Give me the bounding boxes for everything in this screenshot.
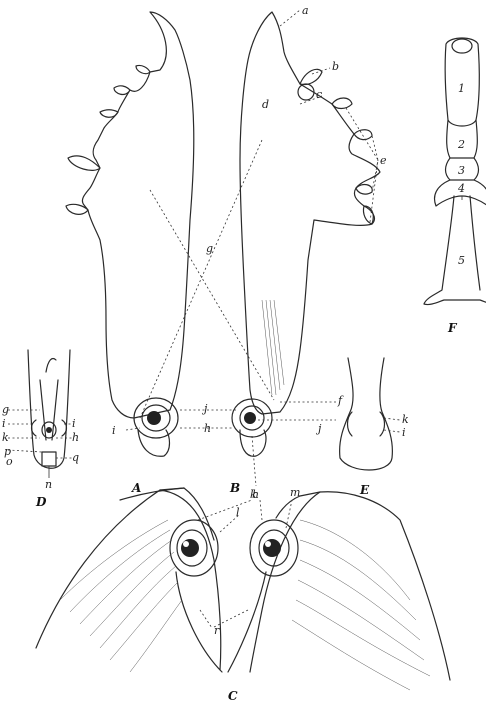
label-q-d: q: [72, 451, 79, 464]
panel-e-drawing: [340, 358, 400, 470]
panel-label-b: B: [229, 481, 240, 495]
label-k-e: k: [402, 413, 409, 426]
label-i-e: i: [402, 426, 406, 439]
panel-label-a: A: [131, 481, 141, 495]
label-i-d: i: [2, 417, 6, 430]
panel-c-drawing: [36, 488, 450, 690]
label-c: c: [316, 88, 322, 101]
label-h-center: h: [204, 422, 211, 435]
segment-4: 4: [457, 182, 465, 195]
label-k-c: k: [250, 488, 257, 501]
label-d: d: [262, 98, 269, 111]
panel-label-c: C: [228, 689, 238, 703]
segment-2: 2: [457, 138, 465, 151]
segment-3: 3: [458, 164, 465, 177]
label-f: f: [337, 394, 344, 407]
label-l-c: l: [236, 506, 240, 519]
label-r-c: r: [214, 624, 220, 637]
label-e: e: [380, 154, 387, 167]
mandible-b: [232, 12, 380, 456]
segment-1: 1: [458, 82, 465, 95]
label-b: b: [332, 60, 339, 73]
hatch-left: [60, 520, 182, 672]
label-i-d-right: i: [72, 417, 76, 430]
panel-d-drawing: [8, 350, 72, 478]
label-i-a: i: [112, 424, 116, 437]
labels: A B C D E F a b c d e g f j h i j h g i …: [2, 4, 465, 703]
label-h-d: h: [72, 431, 79, 444]
panel-label-e: E: [359, 483, 370, 497]
label-j-center: j: [201, 402, 208, 415]
label-o-d: o: [6, 455, 13, 468]
label-a: a: [302, 4, 309, 17]
label-j-right: j: [315, 422, 322, 435]
panel-label-f: F: [447, 321, 458, 335]
label-n-d: n: [45, 478, 52, 491]
segment-5: 5: [458, 254, 465, 267]
mandible-a: [66, 12, 194, 456]
panel-label-d: D: [35, 495, 47, 509]
label-g-d: g: [2, 403, 9, 416]
label-k-d: k: [2, 431, 9, 444]
label-g-center: g: [206, 242, 213, 255]
panel-f-drawing: [424, 38, 486, 305]
label-m-c: m: [290, 486, 300, 499]
